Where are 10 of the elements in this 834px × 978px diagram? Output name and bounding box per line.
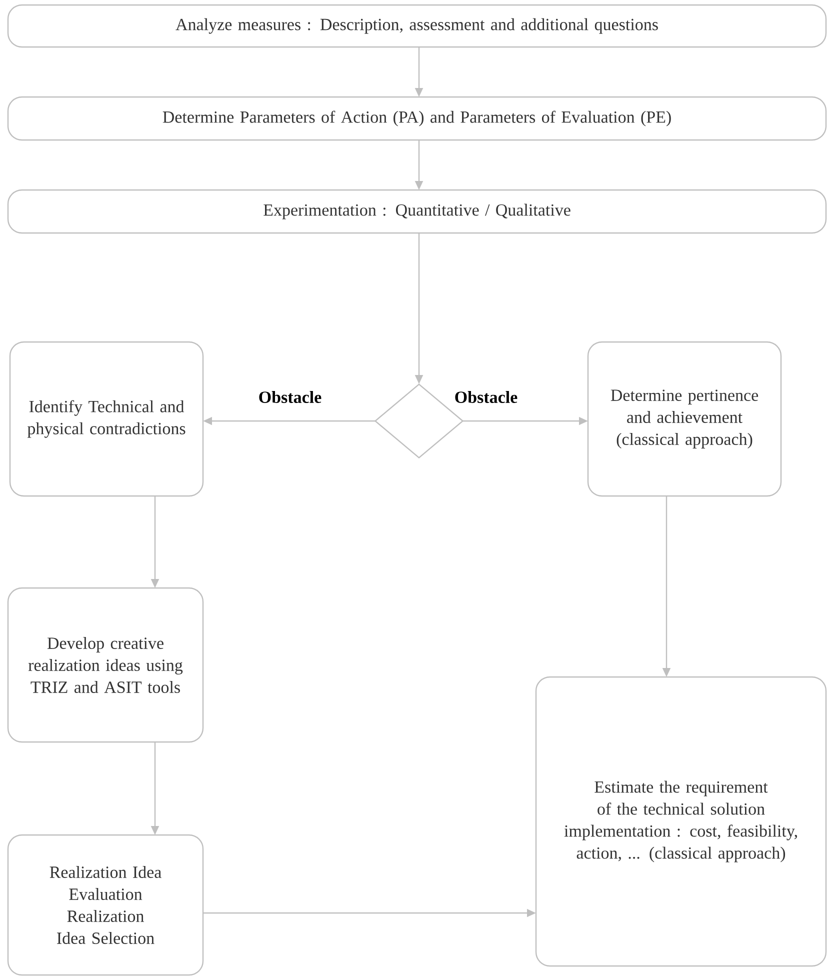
edge-label: Obstacle <box>453 390 519 404</box>
process-box: Determine Parameters of Action (PA) and Parameters of Evaluation (PE) <box>7 96 827 141</box>
process-box: Experimentation : Quantitative / Qualitative <box>7 189 827 234</box>
process-box: Realization Idea Evaluation Realization Idea Selection <box>7 834 204 976</box>
process-box: Determine pertinence and achievement (classical approach) <box>587 341 782 497</box>
process-box: Analyze measures : Description, assessment and additional questions <box>7 4 827 48</box>
edge-label: Obstacle <box>257 390 323 404</box>
process-box: Estimate the requirement of the technical solution implementation : cost, feasibility, action, ... (classical approach) <box>535 676 827 967</box>
process-box: Identify Technical and physical contradictions <box>9 341 204 497</box>
process-box: Develop creative realization ideas using TRIZ and ASIT tools <box>7 587 204 743</box>
